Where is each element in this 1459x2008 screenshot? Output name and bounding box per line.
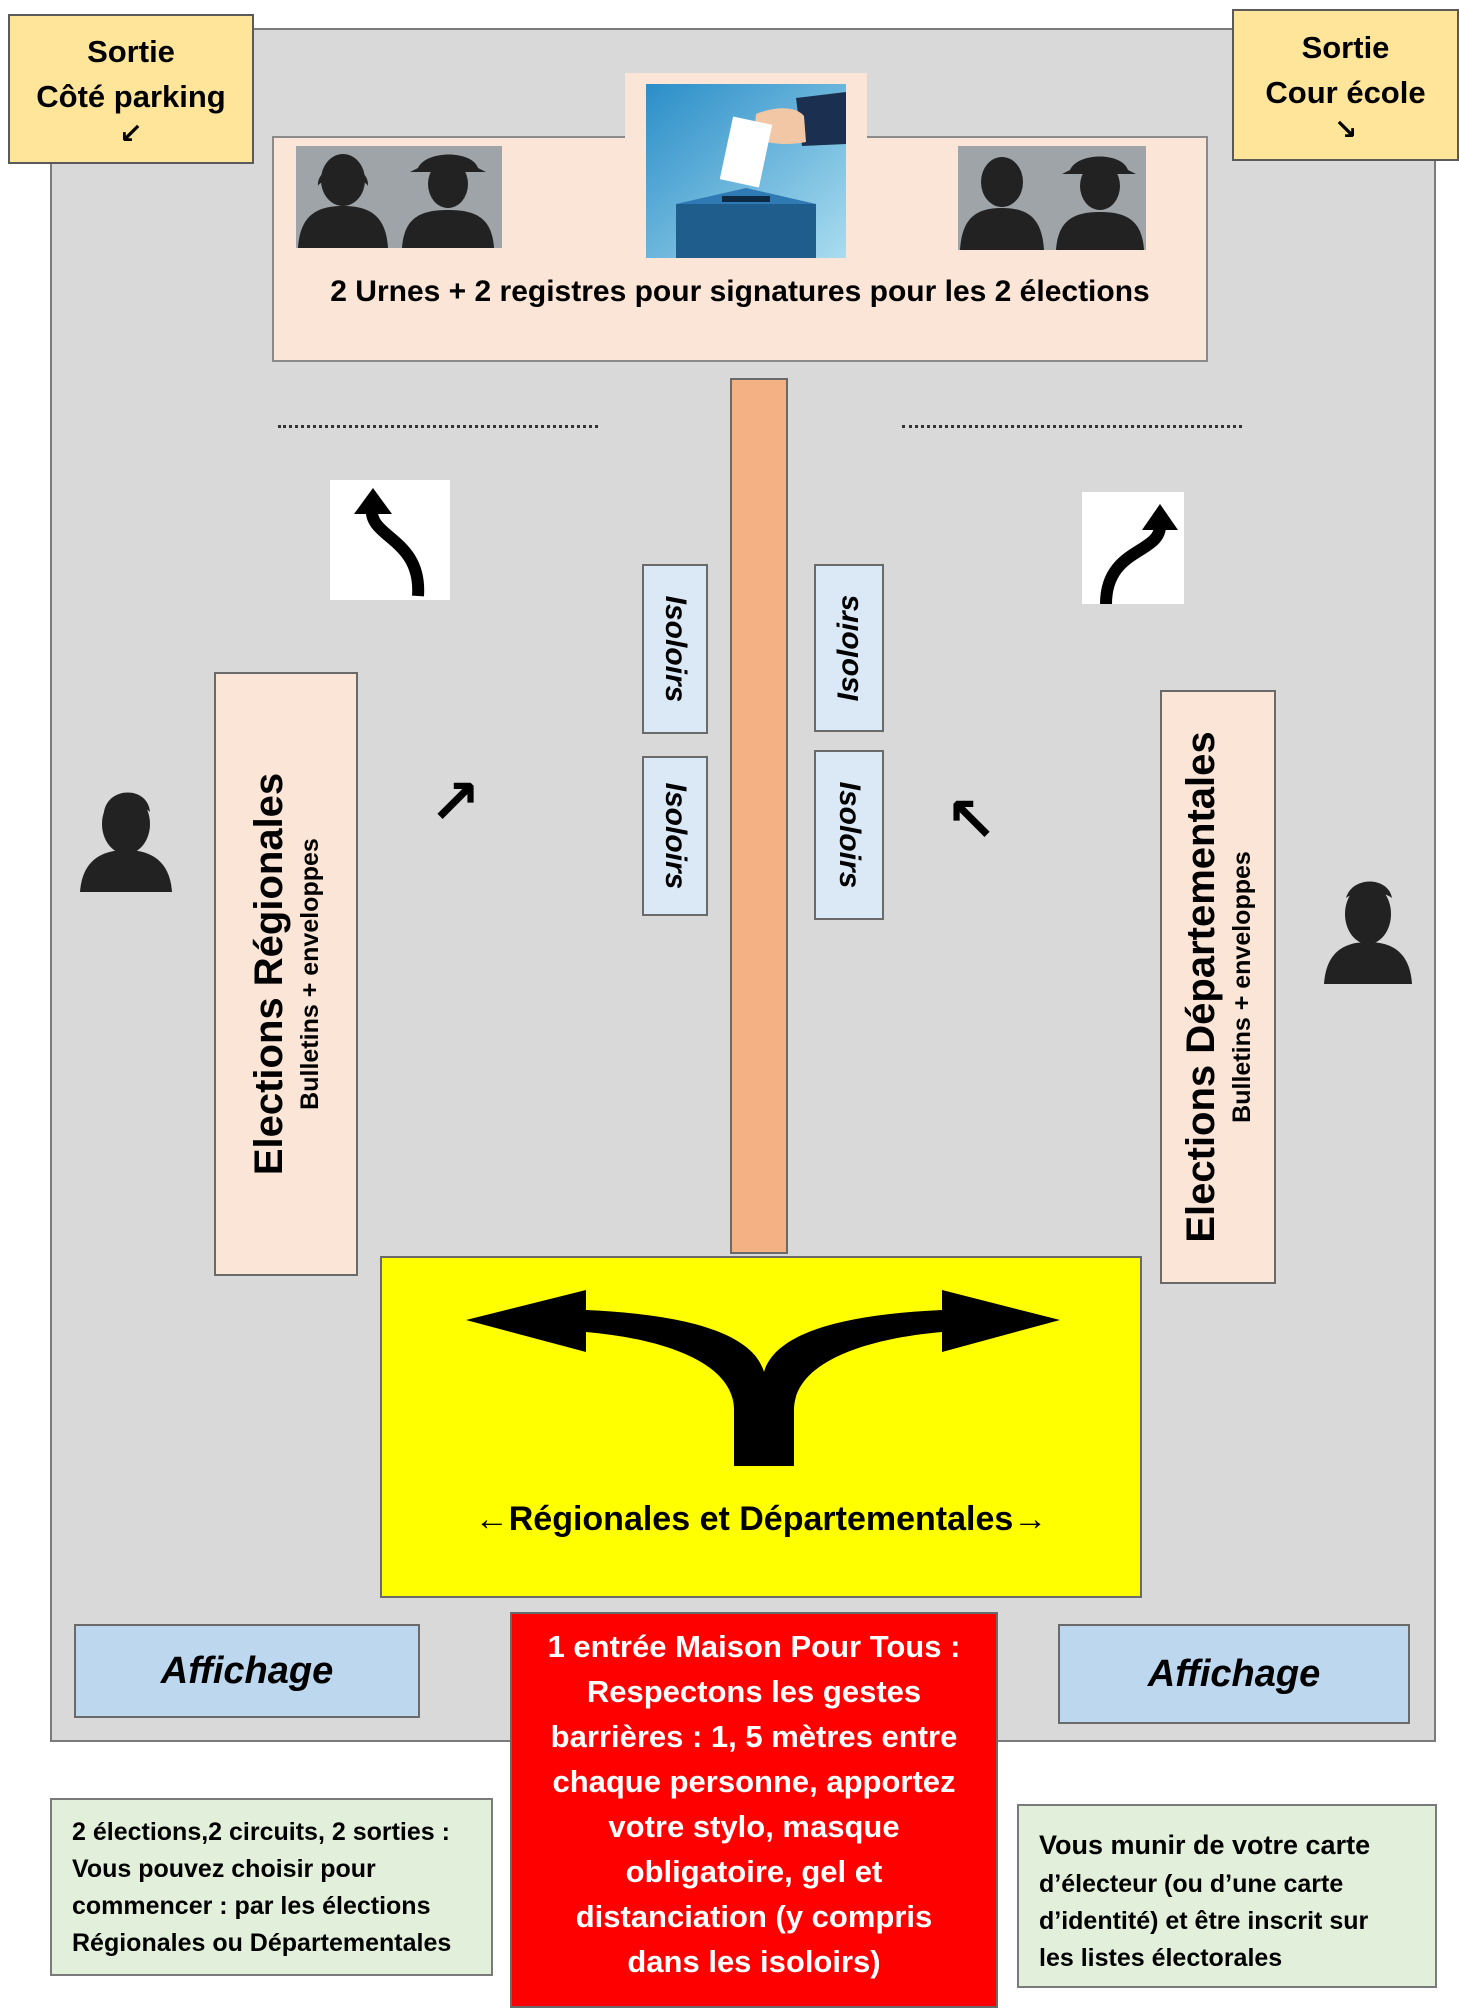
person-silhouette-icon xyxy=(80,792,172,892)
urns-label: 2 Urnes + 2 registres pour signatures po… xyxy=(330,275,1150,308)
note-line: commencer : par les élections xyxy=(72,1892,431,1920)
turn-arrow-left-icon xyxy=(354,488,425,597)
exit-parking-arrow: ↙ xyxy=(119,118,143,149)
circuits-note: 2 élections,2 circuits, 2 sorties : Vous… xyxy=(50,1798,493,1976)
instructions-line: obligatoire, gel et xyxy=(625,1854,883,1889)
assessors-right-icon xyxy=(958,146,1146,250)
affichage-board-left: Affichage xyxy=(74,1624,420,1718)
entrance-label: ←Régionales et Départementales→ xyxy=(474,1500,1048,1538)
regionales-subtitle: Bulletins + enveloppes xyxy=(296,838,324,1110)
isoloir-booth-3: Isoloirs xyxy=(814,564,884,732)
departementales-title: Elections Départementales xyxy=(1179,731,1223,1243)
dotted-line-left xyxy=(278,425,598,428)
note-line: Vous munir de votre carte xyxy=(1039,1830,1371,1860)
instructions-line: votre stylo, masque xyxy=(608,1809,900,1844)
exit-school-line2: Cour école xyxy=(1265,75,1426,110)
regionales-title: Elections Régionales xyxy=(247,772,291,1176)
instructions-line: dans les isoloirs) xyxy=(627,1944,881,1979)
assessors-left-icon xyxy=(296,146,502,248)
person-silhouette-icon xyxy=(1324,881,1412,984)
note-line: les listes électorales xyxy=(1039,1944,1283,1972)
exit-parking: Sortie Côté parking ↙ xyxy=(8,14,254,164)
exit-parking-line1: Sortie xyxy=(87,34,175,69)
note-line: Vous pouvez choisir pour xyxy=(72,1855,376,1883)
exit-school: Sortie Cour école ↘ xyxy=(1232,9,1459,161)
instructions-line: chaque personne, apportez xyxy=(552,1764,956,1799)
elections-regionales-table: Elections Régionales Bulletins + envelop… xyxy=(214,672,358,1276)
note-line: 2 élections,2 circuits, 2 sorties : xyxy=(72,1818,450,1846)
instructions-line: Respectons les gestes xyxy=(586,1674,922,1709)
central-divider xyxy=(730,378,788,1254)
isoloir-booth-4: Isoloirs xyxy=(814,750,884,920)
exit-school-arrow: ↘ xyxy=(1333,114,1358,145)
isoloir-booth-2: Isoloirs xyxy=(642,756,708,916)
entrance-instructions: 1 entrée Maison Pour Tous : Respectons l… xyxy=(510,1612,998,2008)
exit-parking-line2: Côté parking xyxy=(36,79,226,114)
isoloir-booth-1: Isoloirs xyxy=(642,564,708,734)
exit-school-line1: Sortie xyxy=(1301,30,1390,65)
instructions-line: barrières : 1, 5 mètres entre xyxy=(550,1719,958,1754)
isoloir-label: Isoloirs xyxy=(832,594,865,702)
turn-arrow-right-icon xyxy=(1100,504,1178,604)
elections-departementales-table: Elections Départementales Bulletins + en… xyxy=(1160,690,1276,1284)
voter-card-note: Vous munir de votre carte d’électeur (ou… xyxy=(1017,1804,1437,1988)
isoloir-label: Isoloirs xyxy=(659,782,692,890)
arrow-up-right-icon: ↗ xyxy=(429,768,481,837)
note-line: d’identité) et être inscrit sur xyxy=(1039,1907,1369,1935)
dotted-line-right xyxy=(902,425,1242,428)
ballot-box-icon xyxy=(646,84,846,258)
arrow-up-left-icon: ↖ xyxy=(945,786,997,855)
instructions-line: distanciation (y compris xyxy=(575,1899,933,1934)
note-line: d’électeur (ou d’une carte xyxy=(1039,1870,1344,1898)
affichage-board-right: Affichage xyxy=(1058,1624,1410,1724)
instructions-line: 1 entrée Maison Pour Tous : xyxy=(547,1629,961,1664)
isoloir-label: Isoloirs xyxy=(659,595,692,703)
isoloir-label: Isoloirs xyxy=(833,781,866,889)
fork-arrow-icon xyxy=(466,1290,1060,1466)
note-line: Régionales ou Départementales xyxy=(72,1929,452,1957)
departementales-subtitle: Bulletins + enveloppes xyxy=(1228,851,1256,1123)
